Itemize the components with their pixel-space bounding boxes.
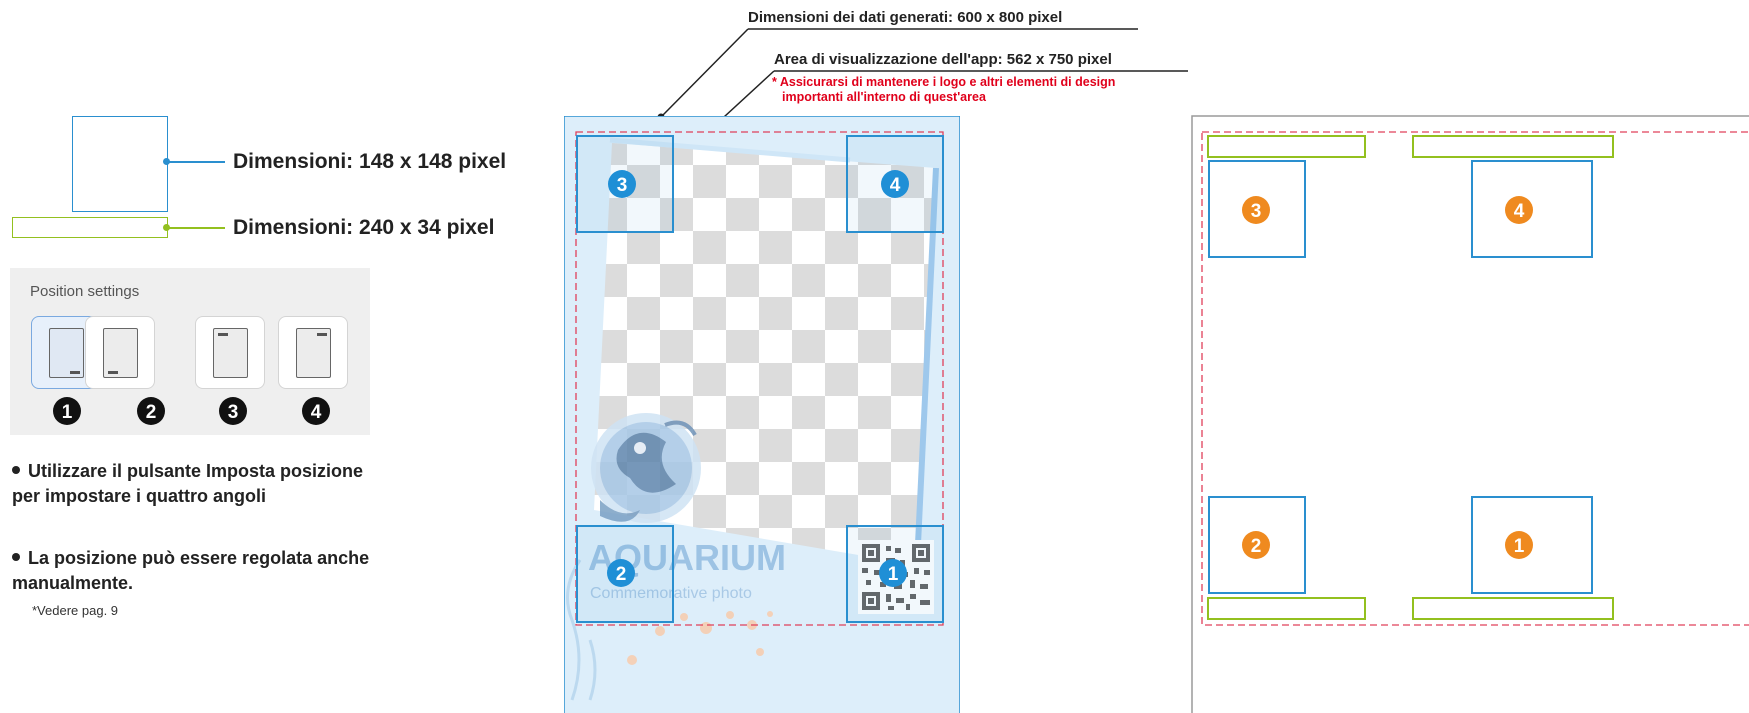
svg-text:3: 3 (228, 402, 239, 423)
warning-line-1: * Assicurarsi di mantenere i logo e altr… (772, 75, 1116, 89)
svg-text:1: 1 (1514, 536, 1525, 557)
page-reference: *Vedere pag. 9 (32, 603, 119, 618)
generated-size-label: Dimensioni dei dati generati: 600 x 800 … (748, 9, 1063, 26)
layout-corner-squares (1208, 160, 1593, 594)
layout-marker-1: 1 (1505, 531, 1533, 559)
example-marker-3: 3 (608, 170, 636, 198)
position-button-2[interactable] (85, 316, 155, 389)
legend-square-size: Dimensioni: 148 x 148 pixel (233, 150, 507, 173)
svg-text:3: 3 (617, 175, 628, 196)
badge-1: 1 (53, 397, 81, 425)
legend-bar-leader (168, 227, 225, 229)
bullet-dot (12, 466, 20, 475)
svg-text:3: 3 (1251, 201, 1262, 222)
layout-marker-3: 3 (1242, 196, 1270, 224)
warning-line-2: importanti all'interno di quest'area (782, 90, 986, 104)
position-number-badges: 1 2 3 4 (53, 397, 330, 425)
header-leaders (661, 28, 1188, 129)
example-marker-4: 4 (881, 170, 909, 198)
svg-text:1: 1 (62, 402, 73, 423)
bullet-1: Utilizzare il pulsante Imposta posizione… (12, 461, 364, 506)
svg-text:4: 4 (890, 175, 901, 196)
example-marker-2: 2 (607, 559, 635, 587)
badge-3: 3 (219, 397, 247, 425)
legend-square-leader (168, 161, 225, 163)
bullet-dot (12, 553, 20, 562)
svg-text:4: 4 (311, 402, 322, 423)
layout-bars (1207, 135, 1614, 620)
badge-2: 2 (137, 397, 165, 425)
legend-bar-size: Dimensioni: 240 x 34 pixel (233, 216, 495, 239)
position-button-4[interactable] (278, 316, 348, 389)
svg-text:2: 2 (146, 402, 157, 423)
display-area-label: Area di visualizzazione dell'app: 562 x … (774, 51, 1112, 68)
position-button-3[interactable] (195, 316, 265, 389)
example-frame-art: AQUARIUM Commemorative photo (564, 116, 960, 713)
seaweed-decoration (566, 559, 597, 701)
aquarium-logo-subtitle: Commemorative photo (590, 585, 752, 602)
sea-dragon-emblem (591, 413, 701, 523)
legend-square-dot (163, 158, 170, 165)
svg-text:1: 1 (888, 564, 899, 585)
example-marker-1: 1 (879, 559, 907, 587)
bullet-2: La posizione può essere regolata anche m… (12, 548, 370, 593)
layout-marker-2: 2 (1242, 531, 1270, 559)
layout-frame-outer (1191, 115, 1749, 713)
layout-marker-4: 4 (1505, 196, 1533, 224)
svg-text:2: 2 (616, 564, 627, 585)
svg-text:4: 4 (1514, 201, 1525, 222)
legend-bar-dot (163, 224, 170, 231)
svg-text:2: 2 (1251, 536, 1262, 557)
layout-safe-area (1201, 131, 1749, 626)
position-settings-title: Position settings (30, 283, 140, 300)
badge-4: 4 (302, 397, 330, 425)
